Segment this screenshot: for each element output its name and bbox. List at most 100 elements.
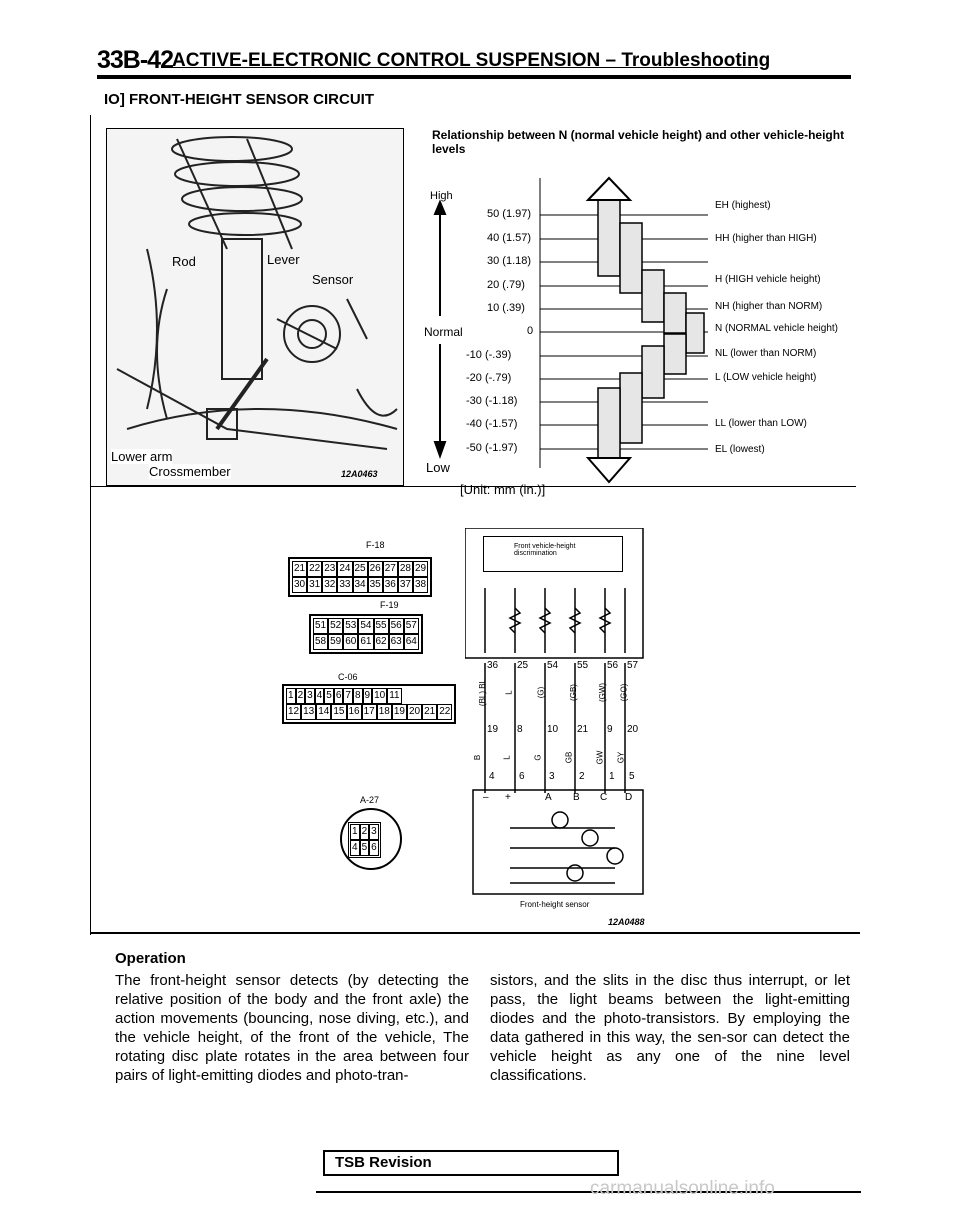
pin-label: 6 [519, 771, 525, 782]
pin-cell: 27 [382, 561, 398, 577]
wire-color-label: GW [595, 750, 605, 765]
wire-color-label: GB [564, 751, 574, 764]
pin-label: 36 [487, 660, 499, 671]
value-label: -40 (-1.57) [466, 418, 518, 430]
level-bars [597, 197, 705, 461]
pin-label: 10 [547, 724, 559, 735]
diagram-arrows [585, 176, 633, 484]
pin-cell: 22 [307, 561, 323, 577]
pin-cell: 36 [382, 577, 398, 593]
pin-cell: 61 [358, 634, 374, 650]
pin-cell: 10 [372, 688, 388, 704]
pin-cell: 8 [352, 688, 363, 704]
level-label: NL (lower than NORM) [715, 348, 817, 359]
value-label: 30 (1.18) [487, 255, 532, 267]
terminal-label: B [573, 792, 580, 803]
pin-cell: 25 [352, 561, 368, 577]
pin-cell: 14 [316, 704, 332, 720]
footer-rule [316, 1191, 861, 1193]
pin-cell: 19 [391, 704, 407, 720]
value-label: 20 (.79) [487, 279, 525, 291]
pin-label: 20 [627, 724, 639, 735]
level-label: N (NORMAL vehicle height) [715, 323, 839, 334]
pin-cell: 11 [387, 688, 402, 704]
wire-color-label: L [504, 690, 514, 695]
rod-label: Rod [172, 254, 196, 269]
schematic-drawing [465, 528, 644, 895]
level-label: L (LOW vehicle height) [715, 372, 817, 383]
pin-cell: 7 [343, 688, 353, 704]
pin-cell: 24 [337, 561, 353, 577]
pin-cell: 21 [292, 561, 308, 577]
level-label: LL (lower than LOW) [715, 418, 807, 429]
pin-cell: 17 [361, 704, 377, 720]
pin-cell: 22 [437, 704, 453, 720]
pin-label: 55 [577, 660, 589, 671]
pin-cell: 60 [343, 634, 359, 650]
pin-cell: 63 [388, 634, 404, 650]
wire-color-label: (GW) [598, 682, 608, 703]
value-label: 40 (1.57) [487, 232, 532, 244]
pin-cell: 13 [301, 704, 317, 720]
pin-cell: 59 [328, 634, 344, 650]
axis-high-label: High [430, 190, 453, 202]
operation-title: Operation [115, 950, 186, 967]
pin-cell: 32 [322, 577, 338, 593]
ecu-label: Front vehicle-height discrimination [514, 543, 576, 557]
pin-cell: 3 [305, 688, 315, 704]
connector-c06-label: C-06 [338, 672, 358, 682]
wire-color-label: B [473, 754, 483, 761]
pin-cell: 6 [369, 840, 379, 856]
pin-cell: 6 [333, 688, 344, 704]
level-label: EH (highest) [715, 200, 771, 211]
pin-cell: 62 [373, 634, 389, 650]
pin-label: 8 [517, 724, 523, 735]
pin-label: 1 [609, 771, 615, 782]
unit-label: [Unit: mm (in.)] [460, 482, 546, 497]
pin-cell: 1 [350, 824, 360, 840]
pin-cell: 1 [286, 688, 296, 704]
wire-color-label: L [502, 755, 512, 760]
value-label: -20 (-.79) [466, 372, 512, 384]
pin-cell: 38 [413, 577, 429, 593]
suspension-illustration: Rod Lever Sensor Lower arm Crossmember 1… [106, 128, 404, 486]
frame-left-line [90, 115, 91, 935]
wire-color-label: G [533, 754, 543, 761]
pin-label: 9 [607, 724, 613, 735]
value-label: 50 (1.97) [487, 208, 532, 220]
pin-cell: 56 [388, 618, 404, 634]
page-title: ACTIVE-ELECTRONIC CONTROL SUSPENSION – T… [172, 50, 771, 71]
value-label: -30 (-1.18) [466, 395, 518, 407]
pin-cell: 18 [376, 704, 392, 720]
pin-label: 57 [627, 660, 639, 671]
frame-mid-line [90, 486, 856, 487]
sensor-label: Front-height sensor [520, 900, 590, 909]
pin-cell: 20 [407, 704, 423, 720]
pin-cell: 16 [346, 704, 362, 720]
pin-cell: 52 [328, 618, 344, 634]
pin-cell: 2 [359, 824, 370, 840]
value-label: 10 (.39) [487, 302, 525, 314]
page-number: 33B-42 [97, 46, 174, 74]
pin-cell: 28 [397, 561, 413, 577]
level-label: HH (higher than HIGH) [715, 233, 817, 244]
terminal-label: D [625, 792, 633, 803]
lever-label: Lever [267, 252, 300, 267]
wire-color-label: (GO) [619, 683, 629, 702]
value-label: 0 [527, 325, 534, 337]
watermark: carmanualsonline.info [590, 1178, 775, 1199]
pin-cell: 26 [367, 561, 383, 577]
axis-arrows [433, 199, 447, 459]
terminal-label: + [505, 792, 511, 803]
value-label: -50 (-1.97) [466, 442, 518, 454]
pin-cell: 37 [397, 577, 413, 593]
pin-cell: 4 [350, 840, 360, 856]
pin-label: 19 [487, 724, 499, 735]
suspension-drawing [116, 136, 398, 450]
sensor-label: Sensor [312, 272, 354, 287]
pin-cell: 34 [352, 577, 368, 593]
pin-cell: 21 [422, 704, 438, 720]
operation-text-right: sistors, and the slits in the disc thus … [490, 972, 850, 1084]
